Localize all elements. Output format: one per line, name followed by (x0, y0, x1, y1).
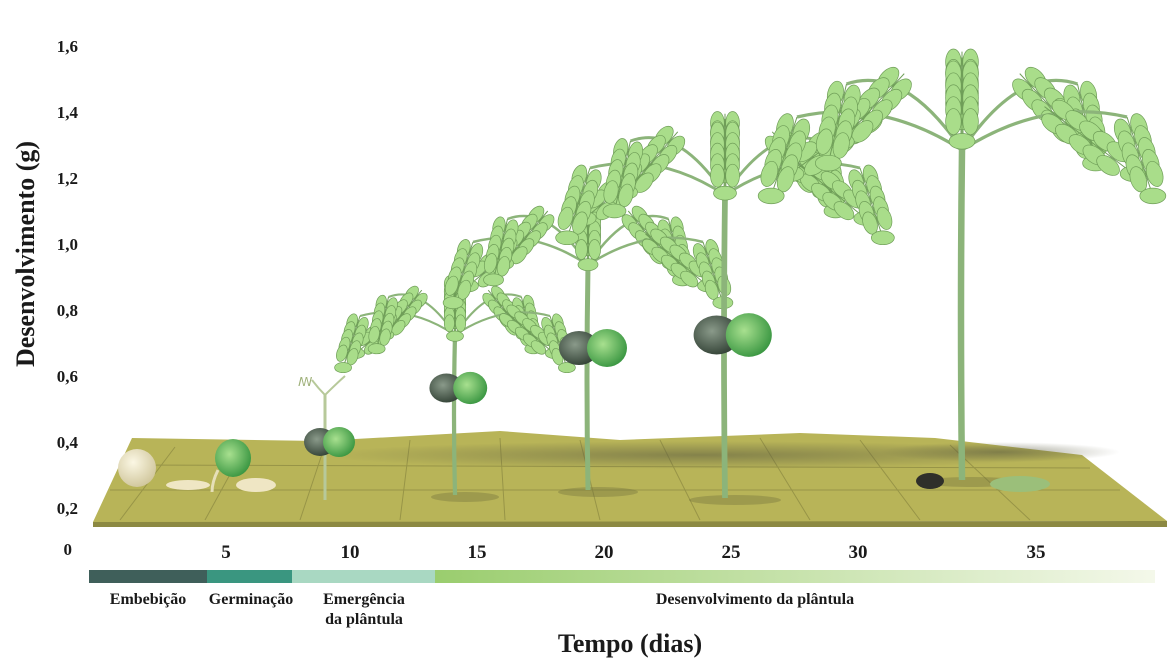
y-tick-label: 0,8 (57, 301, 78, 320)
y-tick-label: 1,2 (57, 169, 78, 188)
seed-stage (118, 449, 156, 487)
x-tick-label: 35 (1027, 542, 1046, 563)
x-tick-label: 25 (722, 542, 741, 563)
y-tick-label: 0,4 (57, 433, 79, 452)
y-tick-label: 0,6 (57, 367, 78, 386)
x-axis-title: Tempo (dias) (558, 629, 702, 658)
phase-bar-embebicao (89, 570, 207, 583)
y-origin-label: 0 (64, 540, 73, 559)
y-axis-title: Desenvolvimento (g) (11, 141, 40, 367)
x-tick-label: 20 (595, 542, 614, 563)
y-axis: Desenvolvimento (g) 0,2 0,4 0,6 0,8 1,0 1,2 1,… (11, 37, 79, 559)
x-tick-label: 15 (468, 542, 487, 563)
y-tick-label: 1,6 (57, 37, 78, 56)
x-tick-label: 10 (341, 542, 360, 563)
phase-label-desenvolvimento: Desenvolvimento da plântula (656, 591, 854, 608)
x-tick-label: 5 (221, 542, 231, 563)
phase-label-germinacao: Germinação (209, 591, 293, 608)
y-tick-label: 1,4 (57, 103, 79, 122)
phase-label-embebicao: Embebição (110, 591, 186, 608)
phase-bar: Embebição Germinação Emergência da plânt… (89, 570, 1155, 628)
phase-label-emergencia: Emergência (323, 591, 405, 608)
x-tick-label: 30 (849, 542, 868, 563)
y-tick-label: 1,0 (57, 235, 78, 254)
phase-label-emergencia-2: da plântula (325, 611, 403, 628)
svg-text:ꟿ: ꟿ (298, 375, 312, 389)
phase-bar-emergencia (292, 570, 435, 583)
y-tick-label: 0,2 (57, 499, 78, 518)
phase-bar-germinacao (207, 570, 292, 583)
seedling-plant (758, 49, 1166, 487)
phase-bar-desenvolvimento (435, 570, 1155, 583)
